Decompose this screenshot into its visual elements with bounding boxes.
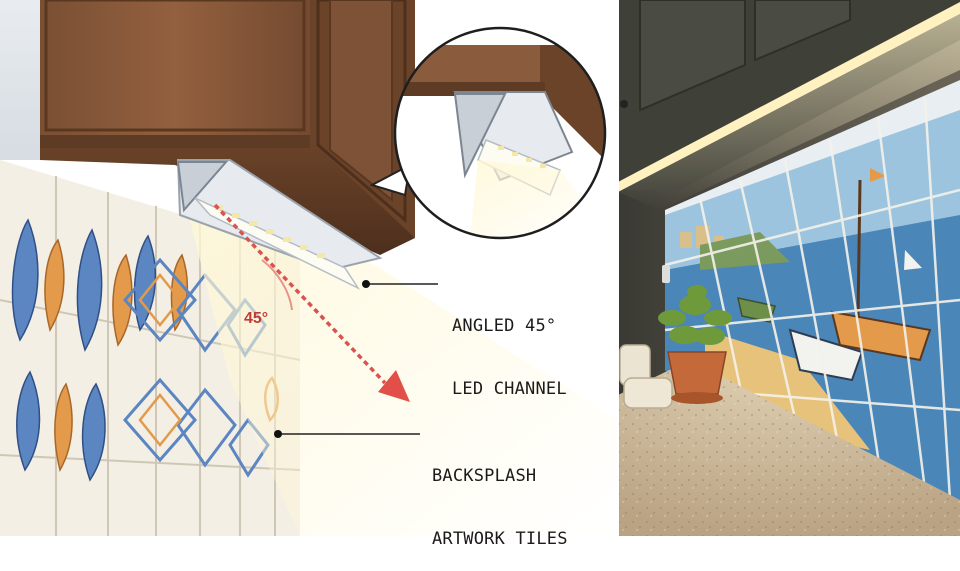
callout-line: ANGLED 45° <box>452 316 557 336</box>
light-beam <box>185 200 618 536</box>
callout-leader-tiles <box>274 430 420 438</box>
led-channel <box>176 159 383 290</box>
angle-arrow <box>213 203 410 402</box>
callout-line: LED CHANNEL <box>452 379 567 399</box>
callout-line: ARTWORK TILES <box>432 529 568 549</box>
circle-zoom-inset-icon <box>393 26 607 240</box>
leader-dot-icon <box>274 430 282 438</box>
illustration-panel: 45° <box>0 0 618 536</box>
diagram-canvas: 45° <box>0 0 960 536</box>
leader-dot-icon <box>362 280 370 288</box>
callout-leader-channel <box>362 280 438 288</box>
photo-panel <box>618 0 960 536</box>
canister-jars <box>619 344 673 409</box>
callout-tiles-label: BACKSPLASH ARTWORK TILES <box>432 424 568 571</box>
potted-plant <box>658 285 732 404</box>
angle-label: 45° <box>244 310 268 327</box>
callout-line: BACKSPLASH <box>432 466 537 486</box>
callout-channel-label: ANGLED 45° LED CHANNEL <box>452 274 567 421</box>
